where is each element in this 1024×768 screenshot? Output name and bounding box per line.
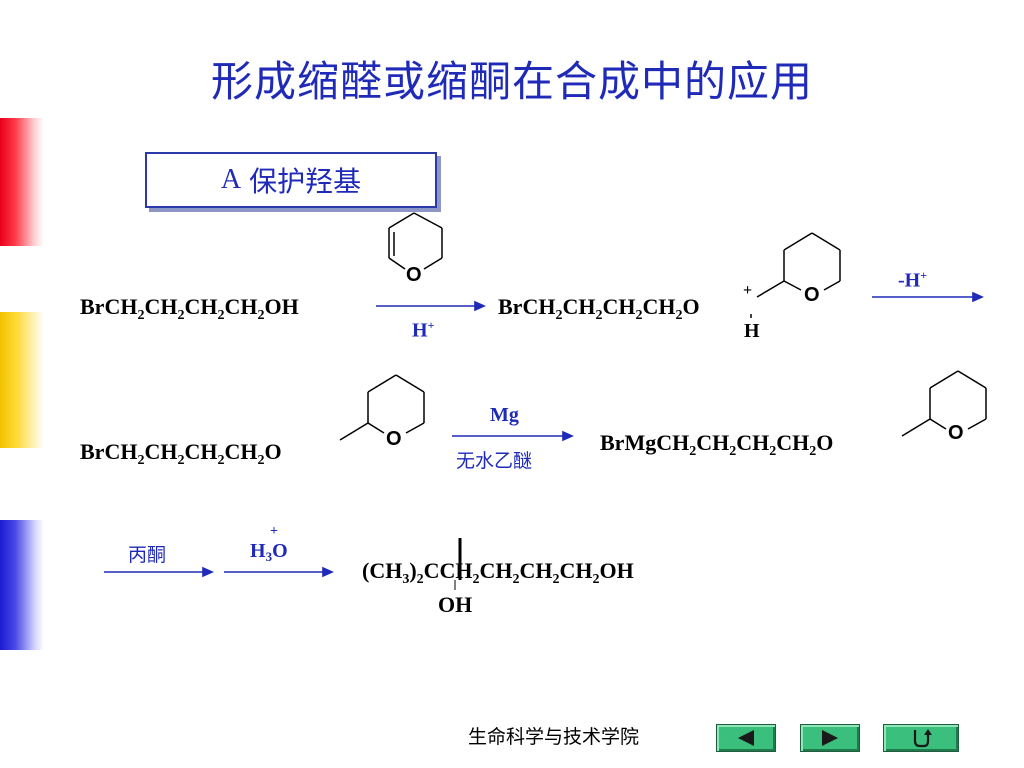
decor-bar-red bbox=[0, 118, 44, 246]
page-title: 形成缩醛或缩酮在合成中的应用 bbox=[210, 57, 813, 106]
formula-grignard-reagent: BrMgCH2CH2CH2CH2O bbox=[600, 430, 834, 459]
section-letter: A bbox=[220, 164, 242, 195]
arrow-row2 bbox=[452, 430, 574, 442]
next-slide-button[interactable] bbox=[800, 724, 860, 752]
hydronium-charge: + bbox=[270, 524, 278, 539]
arrow-row3-a bbox=[104, 566, 214, 578]
ring-oxygen-label: O bbox=[804, 284, 820, 306]
ring-oxygen-label: O bbox=[948, 422, 964, 444]
ring-oxygen-label: O bbox=[406, 264, 422, 286]
reagent-magnesium: Mg bbox=[490, 404, 519, 426]
formula-oxonium-intermediate: BrCH2CH2CH2CH2O bbox=[498, 294, 700, 323]
catalyst-h-plus: H+ bbox=[412, 318, 435, 342]
reagent-hydronium: H3O bbox=[250, 540, 288, 564]
prev-slide-button[interactable] bbox=[716, 724, 776, 752]
footer-organization: 生命科学与技术学院 bbox=[468, 726, 640, 748]
formula-bromobutanol: BrCH2CH2CH2CH2OH bbox=[80, 294, 299, 323]
formula-thp-ether: BrCH2CH2CH2CH2O bbox=[80, 439, 282, 468]
proton-h: H bbox=[744, 320, 760, 342]
thp-ring-1 bbox=[756, 232, 841, 298]
arrow-row1-a bbox=[376, 300, 486, 312]
thp-ring-2 bbox=[339, 374, 425, 441]
triangle-right-icon bbox=[822, 730, 838, 746]
section-text: 保护羟基 bbox=[249, 165, 362, 198]
decor-bar-blue bbox=[0, 520, 44, 650]
dihydropyran-ring bbox=[388, 212, 443, 270]
hydroxyl-group: OH bbox=[438, 592, 473, 617]
decor-bar-yellow bbox=[0, 312, 44, 448]
triangle-left-icon bbox=[738, 730, 754, 746]
return-button[interactable] bbox=[883, 724, 959, 752]
elimination-minus-h-plus: -H+ bbox=[898, 268, 928, 292]
section-heading-box: A 保护羟基 bbox=[145, 152, 437, 208]
arrow-row1-b bbox=[872, 291, 984, 303]
arrow-row3-b bbox=[224, 566, 334, 578]
ring-oxygen-label: O bbox=[386, 428, 402, 450]
return-arrow-icon bbox=[913, 729, 932, 748]
reagent-anhydrous-ether: 无水乙醚 bbox=[456, 450, 533, 472]
formula-final-diol: (CH3)2CCH2CH2CH2CH2OH bbox=[362, 558, 634, 587]
reagent-acetone: 丙酮 bbox=[128, 544, 167, 566]
positive-charge: + bbox=[743, 282, 753, 299]
thp-ring-3 bbox=[901, 370, 987, 437]
